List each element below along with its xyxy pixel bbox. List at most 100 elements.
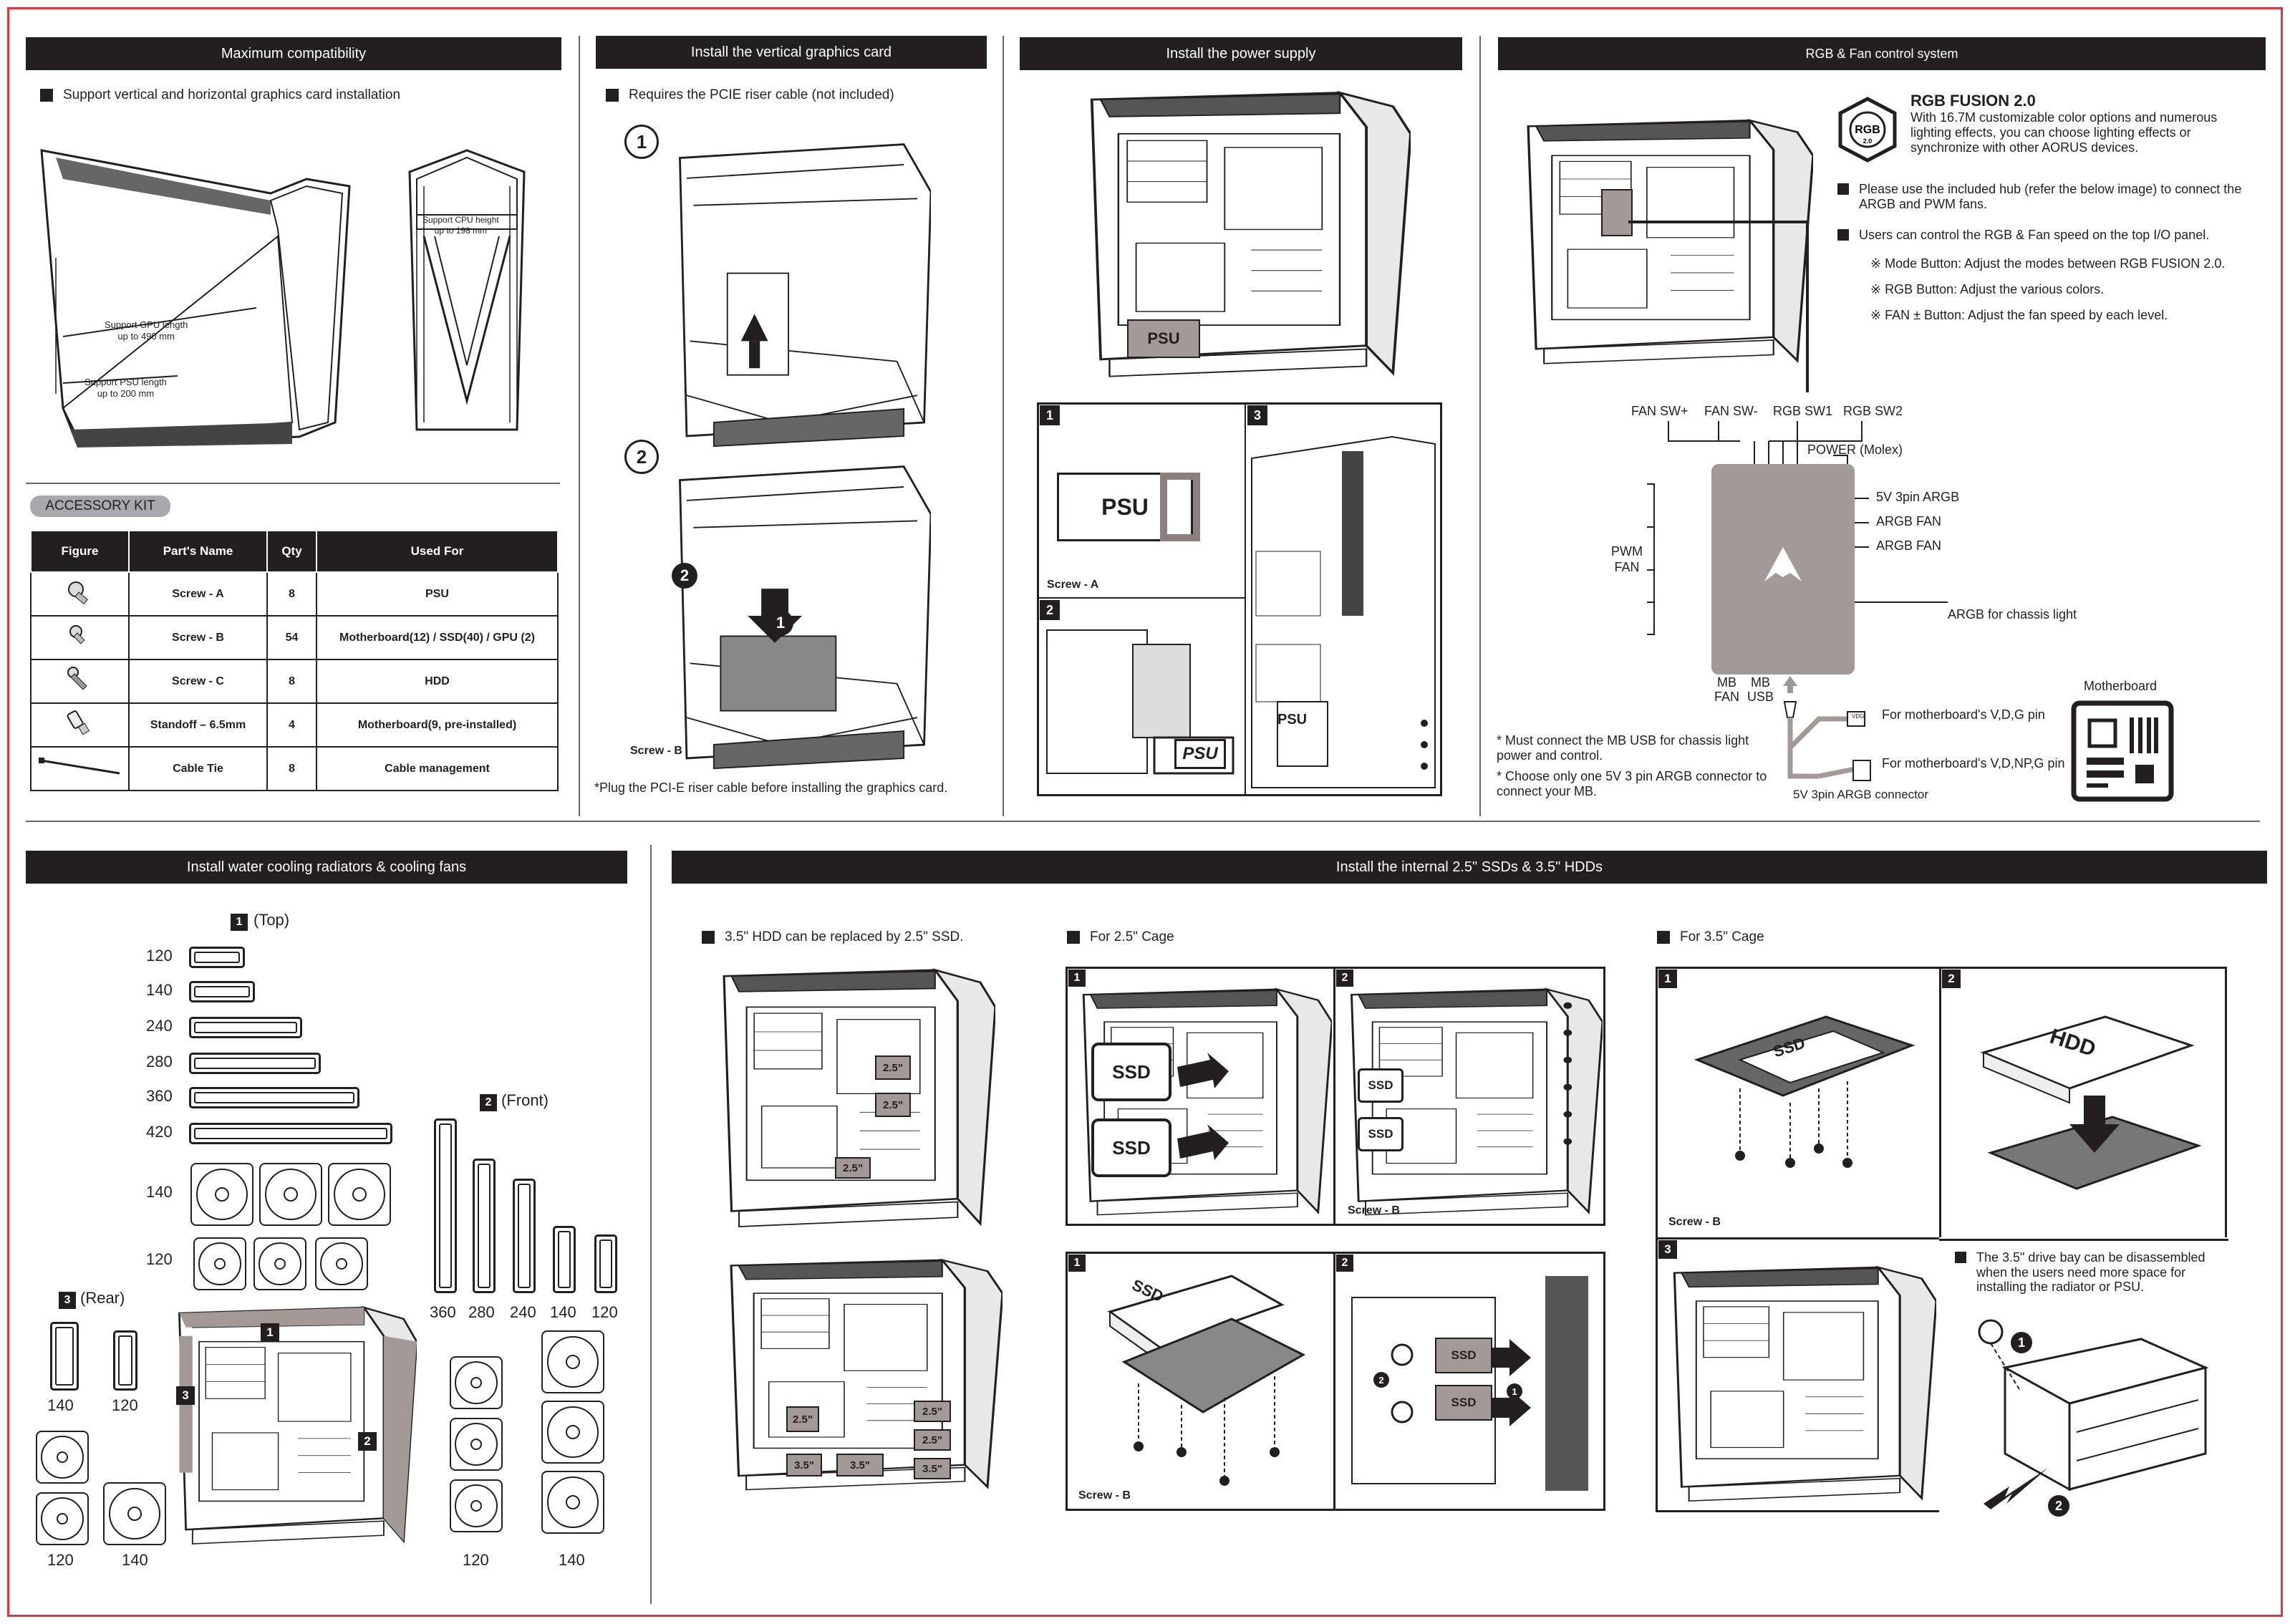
- tag-25: 2.5": [875, 1093, 911, 1117]
- fan-icon: [103, 1482, 166, 1545]
- fan-icon: [541, 1401, 604, 1464]
- psu-step3-illustration: [1251, 435, 1436, 788]
- hub-wiring-lines: [1647, 421, 1948, 635]
- callout-2: 2: [1373, 1372, 1389, 1388]
- drive-bay-illustration: [1978, 1319, 2209, 1509]
- vdg-pin-label: For motherboard's V,D,G pin: [1882, 707, 2045, 722]
- accessory-table: Figure Part's Name Qty Used For Screw - …: [30, 530, 559, 791]
- screw-a-icon: [67, 581, 88, 605]
- cable-tie-icon: [38, 758, 120, 775]
- fan-icon: [315, 1237, 368, 1290]
- case-front-illustration: [408, 149, 526, 431]
- argb-connector-label: 5V 3pin ARGB connector: [1793, 788, 1929, 801]
- callout-front: 2: [358, 1432, 377, 1451]
- divider: [26, 483, 560, 484]
- motherboard-label: Motherboard: [2084, 679, 2158, 693]
- fan-icon: [541, 1471, 604, 1534]
- case-side-illustration: [40, 149, 351, 448]
- section-title-drives: Install the internal 2.5" SSDs & 3.5" HD…: [672, 851, 2267, 884]
- standoff-icon: [67, 710, 90, 735]
- aorus-logo-icon: [1764, 547, 1802, 581]
- ssd-bracket-illustration: [1107, 1275, 1306, 1486]
- tag-35: 3.5": [786, 1454, 822, 1476]
- radiator-icon: [594, 1234, 617, 1293]
- accessory-kit-label: ACCESSORY KIT: [30, 496, 170, 517]
- hdd-case-illustration-1: [723, 969, 995, 1228]
- tag-25: 2.5": [835, 1157, 871, 1179]
- note-35-cage: For 3.5" Cage: [1657, 929, 1764, 945]
- th-figure: Figure: [30, 530, 130, 573]
- fan-icon: [253, 1237, 306, 1290]
- vga-step1-illustration: [679, 143, 931, 448]
- bottom-size-label: 120: [463, 1551, 489, 1569]
- section-title-compat: Maximum compatibility: [26, 37, 561, 70]
- section-title-water: Install water cooling radiators & coolin…: [26, 851, 627, 884]
- rad-size-label: 280: [146, 1053, 173, 1070]
- divider: [26, 821, 2260, 822]
- psu-step-1: 1: [1040, 405, 1060, 425]
- ssd-tag: SSD: [1435, 1385, 1492, 1421]
- svg-text:RGB: RGB: [1855, 124, 1880, 136]
- mb-fan-label: MB FAN: [1714, 675, 1740, 704]
- note-compat: Support vertical and horizontal graphics…: [40, 87, 400, 103]
- ssd-drive: SSD: [1091, 1118, 1171, 1177]
- cage35-step-2: 2: [1942, 970, 1961, 988]
- radiator-icon: [189, 947, 245, 968]
- argb-fan-label: ARGB FAN: [1876, 538, 1942, 553]
- psu-tag: PSU: [1127, 319, 1200, 358]
- radiator-icon: [189, 1087, 359, 1108]
- note-25-cage: For 2.5" Cage: [1067, 929, 1174, 945]
- cage25-step-2b: 2: [1336, 1255, 1353, 1272]
- sw-label: RGB SW2: [1843, 404, 1903, 418]
- front-badge: 2: [480, 1094, 497, 1111]
- tag-35: 3.5": [836, 1454, 884, 1476]
- vdng-pin-label: For motherboard's V,D,NP,G pin: [1882, 756, 2065, 770]
- hdd-tray-hdd-illustration: [1980, 1015, 2202, 1190]
- psu-label-3: PSU: [1277, 712, 1308, 728]
- rgb-desc: With 16.7M customizable color options an…: [1910, 110, 2218, 155]
- page-frame: [7, 7, 2283, 1617]
- rgb-heading: RGB FUSION 2.0: [1910, 92, 2036, 110]
- radiator-icon: [189, 1123, 392, 1144]
- argb-fan-label: ARGB FAN: [1876, 514, 1942, 528]
- callout-2: 2: [672, 563, 697, 589]
- sw-label: FAN SW+: [1631, 404, 1688, 418]
- front-size-label: 140: [550, 1303, 576, 1321]
- divider: [1003, 36, 1004, 816]
- note-mb-usb: * Must connect the MB USB for chassis li…: [1497, 733, 1749, 763]
- vdg-tag: VDG: [1852, 713, 1865, 720]
- psu-case-illustration: [1090, 91, 1411, 378]
- hub-leader-line: [1628, 221, 1809, 392]
- pwm-fan-label: PWM FAN: [1611, 544, 1643, 574]
- note-one-connector: * Choose only one 5V 3 pin ARGB connecto…: [1497, 769, 1767, 798]
- hdd-tray-ssd-illustration: [1694, 1015, 1915, 1168]
- cage35-step-3: 3: [1658, 1240, 1677, 1259]
- screw-b-label: Screw - B: [1668, 1216, 1721, 1228]
- rear-size-label: 140: [47, 1396, 74, 1414]
- psu-step-2: 2: [1040, 600, 1060, 620]
- callout-2: 2: [2048, 1495, 2069, 1517]
- rad-size-label: 140: [146, 981, 173, 999]
- fan-row-label: 120: [146, 1250, 173, 1268]
- fan-icon: [36, 1492, 89, 1545]
- psu-unit: PSU: [1057, 473, 1193, 541]
- v5-3pin-label: 5V 3pin ARGB: [1876, 490, 1960, 504]
- cage25-step-2: 2: [1336, 970, 1353, 987]
- vga-step2-illustration: [679, 465, 931, 770]
- divider: [1479, 36, 1481, 816]
- section-title-vga: Install the vertical graphics card: [596, 36, 987, 69]
- mode-button-note: ※ Mode Button: Adjust the modes between …: [1870, 256, 2226, 271]
- radiator-icon: [189, 1017, 302, 1038]
- ssd-tag: SSD: [1435, 1338, 1492, 1373]
- th-name: Part's Name: [128, 530, 268, 573]
- bottom-size-label: 120: [47, 1551, 74, 1569]
- rgb-bullet-2: Users can control the RGB & Fan speed on…: [1837, 228, 2260, 243]
- screw-c-icon: [67, 667, 87, 690]
- radiator-icon: [113, 1330, 137, 1391]
- tag-25: 2.5": [914, 1401, 951, 1422]
- divider: [1656, 1237, 1941, 1239]
